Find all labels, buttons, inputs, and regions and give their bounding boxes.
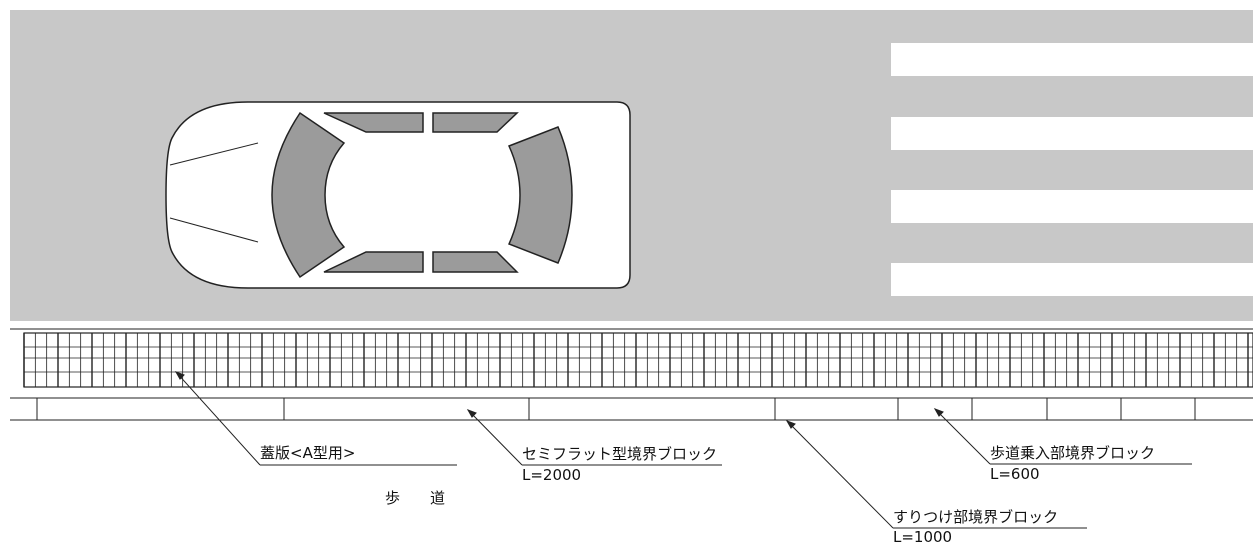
boundary-block-strip — [10, 397, 1253, 421]
label-transition-length: L=1000 — [893, 528, 953, 546]
side-window — [323, 112, 424, 133]
car-icon — [165, 101, 631, 289]
label-grate-cover: 蓋版<A型用> — [260, 444, 356, 462]
label-transition-block: すりつけ部境界ブロック — [893, 508, 1059, 526]
label-driveway-length: L=600 — [990, 465, 1040, 483]
label-semiflat-block: セミフラット型境界ブロック — [522, 445, 718, 463]
rear-window — [507, 126, 573, 264]
grating-cover-band — [10, 328, 1253, 388]
side-window — [323, 251, 424, 273]
label-sidewalk-2: 道 — [430, 489, 446, 507]
side-window — [432, 112, 519, 133]
crosswalk-stripes — [891, 43, 1253, 296]
label-semiflat-length: L=2000 — [522, 466, 582, 484]
leader-lines — [174, 371, 1192, 529]
windshield — [271, 111, 346, 279]
label-sidewalk-1: 歩 — [385, 489, 401, 507]
side-window — [432, 251, 519, 273]
label-driveway-block: 歩道乗入部境界ブロック — [990, 444, 1156, 462]
